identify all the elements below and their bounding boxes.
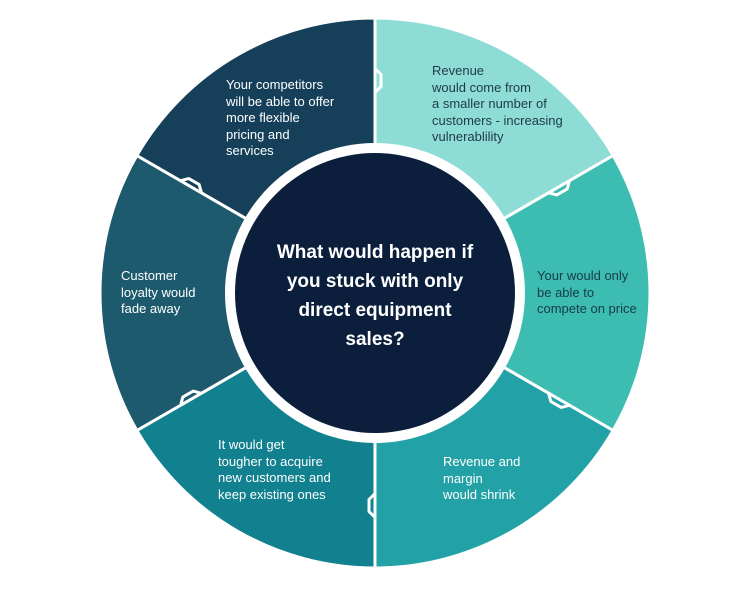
center-question-line: you stuck with only	[286, 271, 464, 292]
segment-label-line: compete on price	[537, 301, 637, 316]
segment-label-line: loyalty would	[121, 284, 196, 300]
segment-label-line: fade away	[121, 301, 181, 316]
segment-label-line: Your competitors	[226, 77, 324, 92]
segment-label-line: more flexible	[226, 110, 300, 125]
center-circle	[235, 153, 515, 433]
segment-label-line: pricing and	[226, 126, 290, 142]
segment-divider-notch	[180, 177, 203, 194]
segment-label-line: Revenue and	[443, 454, 521, 469]
segment-divider-notch	[367, 492, 377, 519]
segment-label-line: a smaller number of	[432, 96, 547, 111]
segment-divider-notch	[373, 67, 383, 94]
segment-label-line: vulnerablility	[432, 129, 504, 144]
segment-label-line: will be able to offer	[226, 93, 335, 109]
segment-label-line: It would get	[218, 437, 285, 452]
segment-label-line: customers - increasing	[432, 112, 563, 128]
segment-label-line: keep existing ones	[218, 486, 326, 502]
segment-label-line: Revenue	[432, 63, 485, 78]
segment-label-line: would shrink	[443, 487, 516, 502]
segment-label-line: would come from	[432, 79, 531, 95]
center-question-line: sales?	[345, 329, 405, 350]
segment-label-line: tougher to acquire	[218, 453, 323, 469]
segment-divider-notch	[548, 180, 571, 197]
segment-label-line: Your would only	[537, 268, 629, 283]
segment-label-line: new customers and	[218, 470, 331, 485]
segment-label-line: margin	[443, 470, 483, 486]
segment-label-line: Customer	[121, 268, 178, 283]
segment-divider-notch	[547, 392, 570, 409]
center-question-line: direct equipment	[298, 300, 452, 321]
center-question: What would happen if you stuck with only…	[262, 238, 488, 354]
center-question-line: What would happen if	[276, 242, 474, 263]
segment-divider-notch	[179, 389, 202, 406]
segment-label-line: be able to	[537, 284, 595, 300]
segment-label-line: services	[226, 143, 274, 158]
